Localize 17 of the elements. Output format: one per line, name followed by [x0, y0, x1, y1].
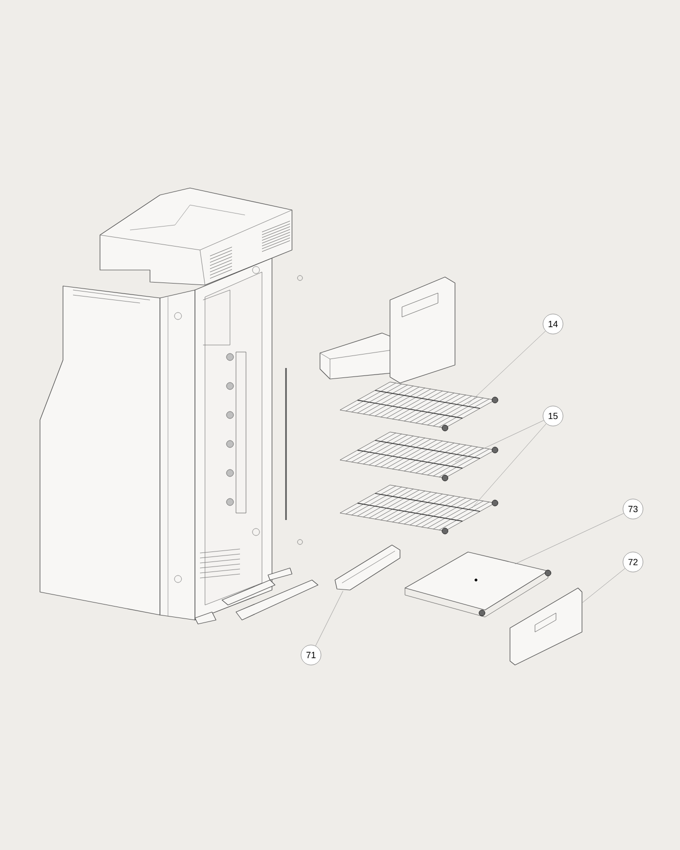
callout-number: 73	[622, 498, 644, 520]
wire-shelf-drawing	[340, 432, 498, 482]
wire-shelf-drawing	[340, 484, 498, 534]
leader-line	[582, 568, 626, 604]
leader-line	[454, 420, 544, 462]
callout-number: 15	[542, 406, 564, 426]
leader-line	[315, 590, 344, 646]
callout-number: 14	[542, 314, 564, 334]
drawer-front-drawing	[510, 588, 582, 666]
leader-line	[472, 423, 546, 508]
drawer-tray-drawing	[404, 552, 552, 618]
wire-shelf-drawing	[340, 382, 498, 432]
leader-line	[468, 330, 546, 404]
leader-line	[514, 513, 624, 564]
drawer-rail-drawing	[334, 544, 400, 590]
callout-number: 71	[300, 644, 322, 666]
callout-number: 72	[622, 552, 644, 572]
